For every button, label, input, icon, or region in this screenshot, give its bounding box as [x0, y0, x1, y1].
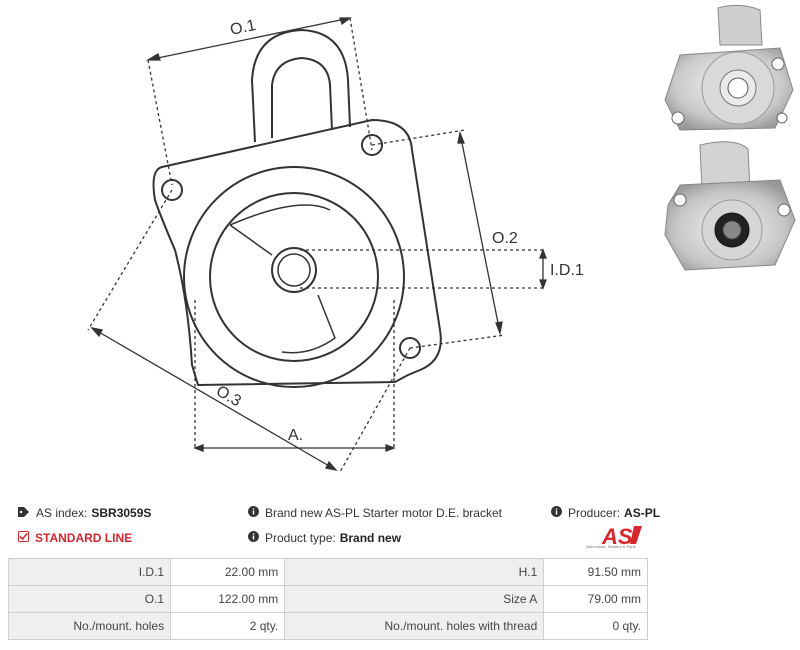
- spec-label: No./mount. holes with thread: [284, 612, 545, 640]
- spec-label: O.1: [7, 585, 172, 613]
- dim-label-id1: I.D.1: [550, 262, 584, 279]
- product-description: Brand new AS-PL Starter motor D.E. brack…: [265, 506, 502, 520]
- dim-label-o1: O.1: [229, 17, 258, 39]
- spec-value: 2 qty.: [170, 612, 286, 640]
- spec-label: Size A: [284, 585, 545, 613]
- cutout-upper: [229, 204, 331, 256]
- center-bore-inner: [277, 253, 311, 287]
- tag-icon: [18, 506, 30, 520]
- logo-subtitle: Alternators, Starters & Parts: [586, 544, 636, 549]
- info-icon: [551, 506, 562, 520]
- mount-hole-top-right: [361, 134, 383, 156]
- product-type-value: Brand new: [339, 531, 402, 545]
- spec-value: 79.00 mm: [543, 585, 648, 613]
- product-type-label: Product type:: [265, 531, 336, 545]
- spec-value: 22.00 mm: [170, 558, 286, 586]
- outer-ring: [183, 166, 405, 388]
- svg-text:AS: AS: [601, 524, 633, 549]
- spec-label: I.D.1: [7, 558, 172, 586]
- bracket-top-lug: [251, 29, 351, 143]
- producer-row: Producer: AS-PL: [551, 506, 660, 520]
- standard-line-row: STANDARD LINE: [18, 531, 132, 545]
- product-photo-top: [664, 4, 794, 131]
- cutout-lower: [281, 294, 336, 354]
- mount-hole-bottom-right: [399, 337, 421, 359]
- spec-label: No./mount. holes: [7, 612, 172, 640]
- checkbox-checked-icon: [18, 531, 29, 545]
- product-photo-bottom: [664, 141, 796, 271]
- as-index-label: AS index:: [36, 506, 88, 520]
- bracket-flange-outline: [152, 119, 442, 386]
- center-bore-outer: [271, 247, 317, 293]
- info-icon: [248, 531, 259, 545]
- bracket-top-lug-inner: [271, 57, 333, 138]
- as-index-value: SBR3059S: [91, 506, 152, 520]
- dim-label-a: A.: [288, 427, 303, 444]
- mount-hole-left: [161, 179, 183, 201]
- dim-label-o3: O.3: [213, 383, 244, 411]
- spec-label: H.1: [284, 558, 545, 586]
- producer-label: Producer:: [568, 506, 621, 520]
- description-row: Brand new AS-PL Starter motor D.E. brack…: [248, 506, 502, 520]
- spec-value: 91.50 mm: [543, 558, 648, 586]
- spec-value: 122.00 mm: [170, 585, 286, 613]
- spec-value: 0 qty.: [543, 612, 648, 640]
- standard-line-label: STANDARD LINE: [35, 531, 133, 545]
- producer-value: AS-PL: [624, 506, 661, 520]
- dim-label-o2: O.2: [492, 230, 518, 247]
- technical-drawing: O.1 O.2 I.D.1 O.3 A.: [87, 17, 584, 473]
- as-pl-logo: AS: [601, 524, 642, 549]
- product-type-row: Product type: Brand new: [248, 531, 401, 545]
- as-index-row: AS index: SBR3059S: [18, 506, 151, 520]
- info-icon: [248, 506, 259, 520]
- inner-ring: [209, 192, 379, 362]
